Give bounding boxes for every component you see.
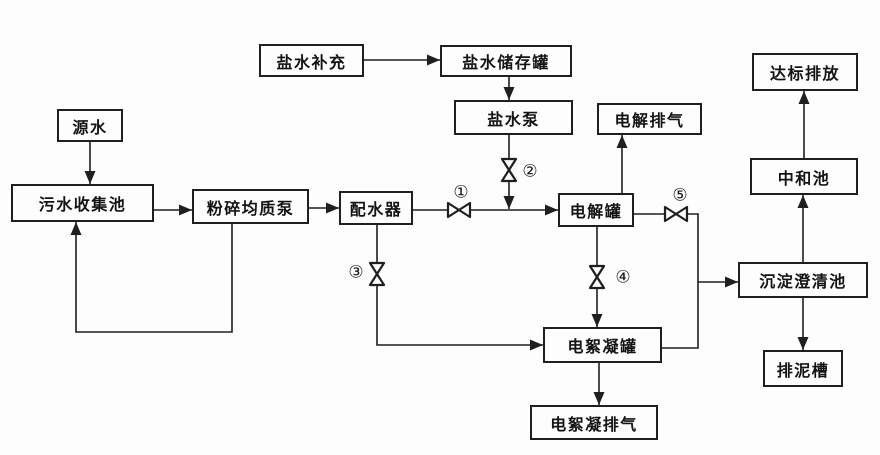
node-electrolysis-exhaust: 电解排气 [597, 103, 702, 135]
valve-1-label: ① [453, 182, 469, 202]
valve-2-label: ② [522, 161, 538, 181]
valve-5-icon [663, 205, 689, 223]
valve-3-icon [368, 261, 386, 287]
node-standard-discharge: 达标排放 [752, 53, 858, 91]
valve-3-label: ③ [348, 262, 364, 282]
node-electrocoagulation-exhaust: 电絮凝排气 [530, 405, 658, 440]
node-electrolysis-tank: 电解罐 [558, 193, 634, 227]
valve-2-icon [500, 157, 518, 183]
node-sewage-collection-pool: 污水收集池 [11, 184, 154, 222]
node-neutralization-pool: 中和池 [750, 158, 858, 195]
node-sedimentation-clarification-pool: 沉淀澄清池 [738, 262, 868, 298]
node-brine-pump: 盐水泵 [454, 100, 573, 135]
flow-arrow-distributor-to-coagulation [376, 225, 543, 351]
node-source-water: 源水 [57, 109, 123, 142]
node-brine-supplement: 盐水补充 [259, 44, 364, 77]
node-water-distributor: 配水器 [339, 191, 413, 225]
valve-1-icon [446, 201, 472, 219]
valve-4-icon [588, 264, 606, 290]
node-brine-storage-tank: 盐水储存罐 [440, 45, 572, 77]
valve-5-label: ⑤ [672, 185, 688, 205]
flow-arrow-recirculation-loop [70, 222, 233, 333]
node-sludge-discharge-tank: 排泥槽 [763, 350, 843, 387]
node-crushing-homogenizing-pump: 粉碎均质泵 [192, 189, 309, 224]
node-electrocoagulation-tank: 电絮凝罐 [543, 327, 662, 363]
valve-4-label: ④ [615, 267, 631, 287]
